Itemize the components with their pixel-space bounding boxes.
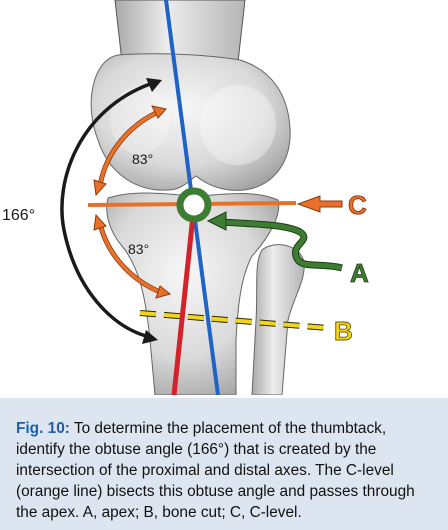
caption-text: To determine the placement of the thumbt… — [16, 420, 415, 521]
lower-angle-label: 83° — [128, 241, 149, 257]
upper-angle-label: 83° — [132, 151, 153, 167]
c-label: C — [348, 190, 367, 220]
a-label: A — [350, 258, 369, 288]
caption-box: Fig. 10: To determine the placement of t… — [0, 398, 448, 530]
apex-ring — [176, 187, 212, 223]
distal-axis-line — [171, 205, 197, 395]
c-level-arrow — [296, 195, 343, 213]
total-angle-label: 166° — [2, 207, 35, 224]
b-label: B — [334, 316, 353, 346]
knee-diagram: C B A 83° 83° 166° — [2, 0, 369, 395]
caption-label: Fig. 10: — [16, 420, 70, 437]
femur-shaft — [114, 0, 246, 63]
fibula — [251, 244, 305, 395]
total-angle-arc — [60, 82, 151, 338]
figure-caption: Fig. 10: To determine the placement of t… — [16, 418, 434, 523]
